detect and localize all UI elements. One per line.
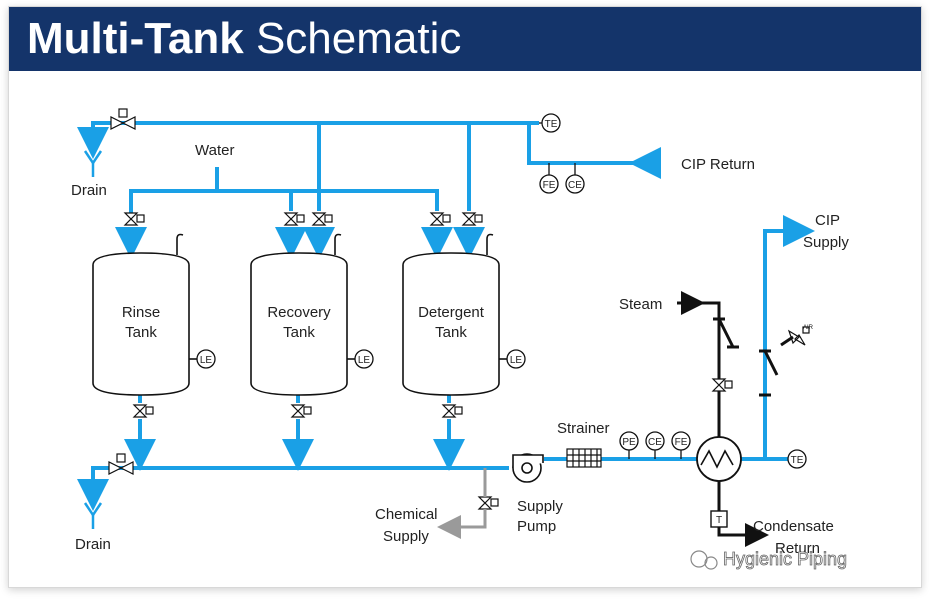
steam-trap bbox=[710, 510, 728, 528]
fe-mid: FE bbox=[675, 437, 688, 448]
detergent-tank-label-2: Tank bbox=[435, 324, 467, 341]
ce-mid: CE bbox=[648, 437, 662, 448]
drain-top-symbol bbox=[83, 150, 103, 177]
chemical-supply-line bbox=[455, 468, 487, 529]
schematic-svg: Rinse Tank Recovery Tank Detergent Tank bbox=[71, 108, 849, 570]
supply-pump-label-2: Pump bbox=[517, 518, 556, 535]
strainer bbox=[566, 448, 602, 468]
diagram-frame: Multi-Tank Schematic bbox=[8, 6, 922, 588]
tank-vessels bbox=[92, 233, 507, 396]
condensate-label-2: Return bbox=[775, 540, 820, 557]
title-rest: Schematic bbox=[255, 14, 462, 63]
cip-supply-label-1: CIP bbox=[815, 212, 840, 229]
recovery-tank-label-1: Recovery bbox=[267, 304, 331, 321]
rinse-tank-label-2: Tank bbox=[125, 324, 157, 341]
te-right: TE bbox=[791, 455, 804, 466]
le-rinse: LE bbox=[200, 355, 213, 366]
chemical-supply-label-1: Chemical bbox=[375, 506, 438, 523]
fe-top: FE bbox=[543, 180, 556, 191]
cip-supply-label-2: Supply bbox=[803, 234, 849, 251]
cip-return-label: CIP Return bbox=[681, 156, 755, 173]
watermark-text: Hygienic Piping bbox=[723, 549, 847, 569]
chemical-supply-label-2: Supply bbox=[383, 528, 429, 545]
trap-label: T bbox=[716, 515, 722, 526]
drain-bottom-label: Drain bbox=[75, 536, 111, 553]
ce-top: CE bbox=[568, 180, 582, 191]
recovery-tank-label-2: Tank bbox=[283, 324, 315, 341]
instrument-bubbles bbox=[196, 113, 807, 469]
steam-line bbox=[687, 301, 794, 537]
supply-pump bbox=[512, 453, 544, 483]
title-banner: Multi-Tank Schematic bbox=[9, 7, 921, 71]
cip-return-piping bbox=[91, 121, 793, 491]
watermark: Hygienic Piping bbox=[690, 549, 847, 570]
air-label: AIR bbox=[803, 325, 814, 331]
detergent-tank-label-1: Detergent bbox=[418, 304, 485, 321]
te-top: TE bbox=[545, 119, 558, 130]
condensate-label-1: Condensate bbox=[753, 518, 834, 535]
drain-bottom-symbol bbox=[83, 502, 103, 529]
steam-label: Steam bbox=[619, 296, 662, 313]
heat-exchanger bbox=[696, 436, 742, 482]
pe-mid: PE bbox=[622, 437, 636, 448]
drain-top-label: Drain bbox=[71, 182, 107, 199]
strainer-label: Strainer bbox=[557, 420, 610, 437]
le-recovery: LE bbox=[358, 355, 371, 366]
rinse-tank-label-1: Rinse bbox=[122, 304, 160, 321]
valves bbox=[108, 108, 810, 510]
supply-pump-label-1: Supply bbox=[517, 498, 563, 515]
page-title: Multi-Tank Schematic bbox=[27, 11, 461, 67]
le-detergent: LE bbox=[510, 355, 523, 366]
water-label: Water bbox=[195, 142, 234, 159]
title-bold: Multi-Tank bbox=[27, 14, 244, 63]
